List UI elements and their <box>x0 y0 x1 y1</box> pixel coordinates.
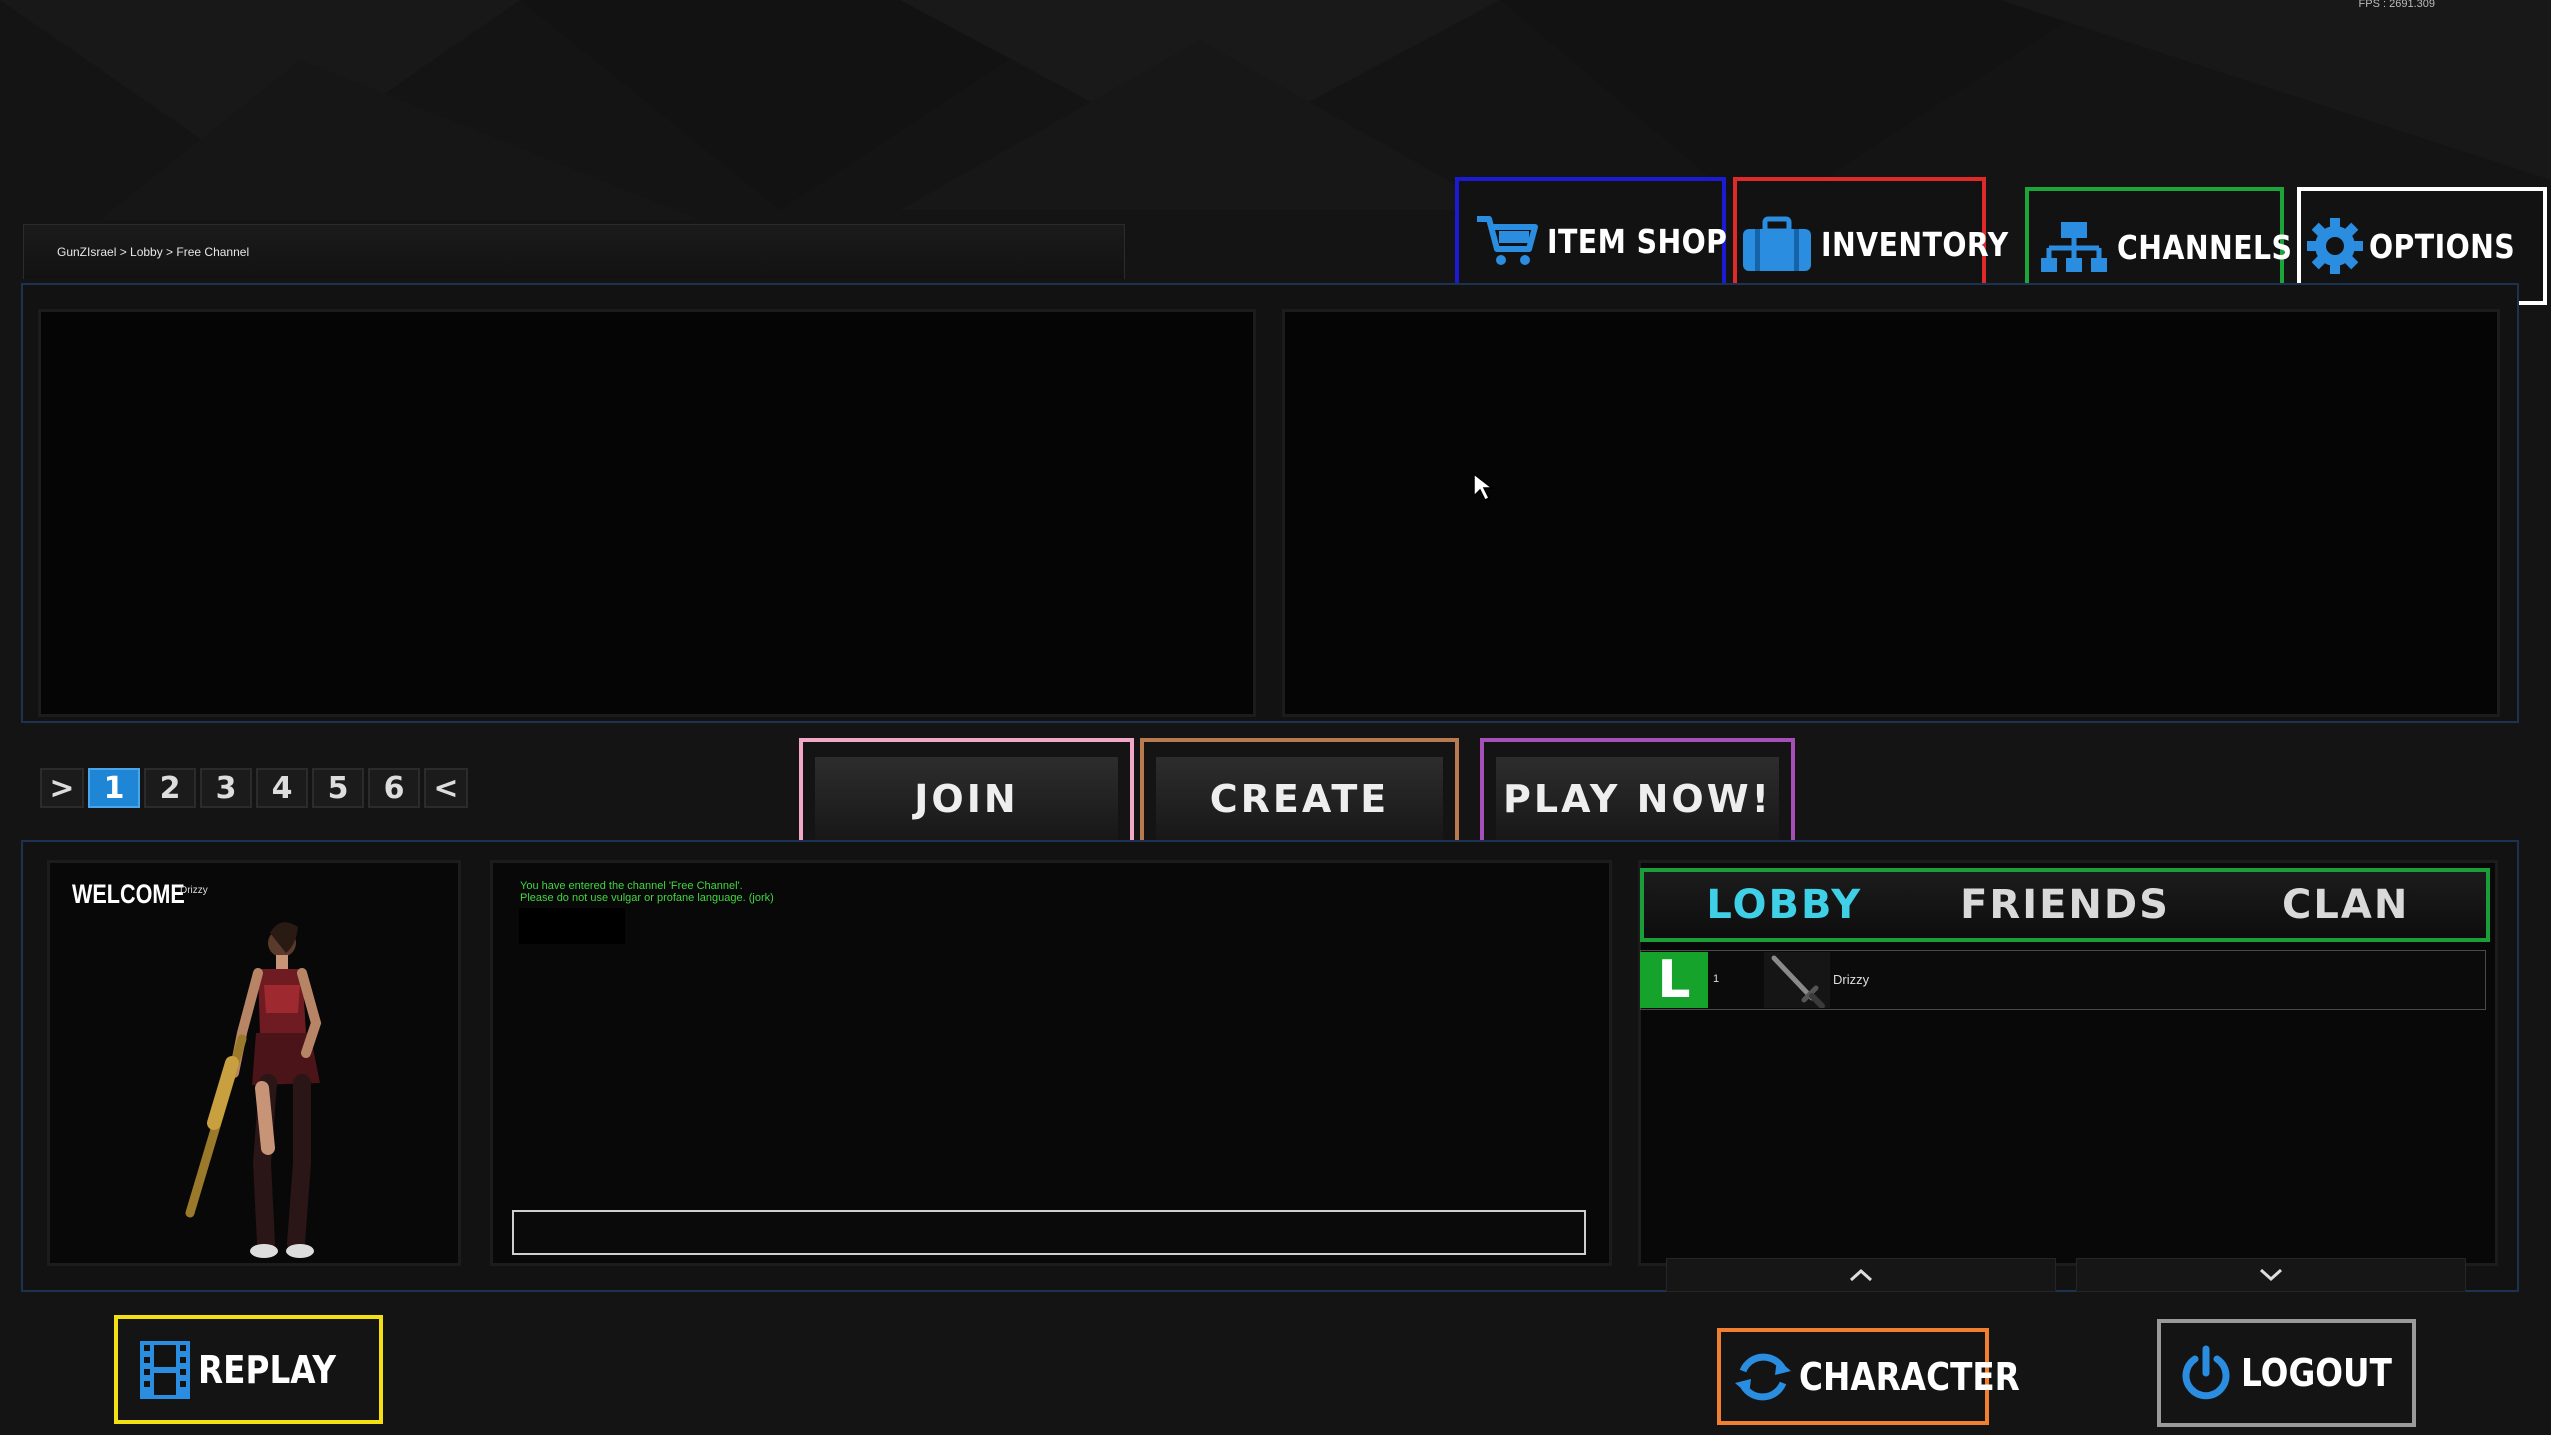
chat-overlay-box <box>519 908 625 944</box>
page-1-button[interactable]: 1 <box>88 768 140 808</box>
page-4-button[interactable]: 4 <box>256 768 308 808</box>
character-label: CHARACTER <box>1799 1354 2020 1399</box>
level-badge-icon: L <box>1640 950 1708 1010</box>
player-list-tabs: LOBBY FRIENDS CLAN <box>1640 868 2490 942</box>
welcome-player-name: Drizzy <box>180 885 208 896</box>
chat-message: You have entered the channel 'Free Chann… <box>520 880 743 892</box>
play-now-label: PLAY NOW! <box>1496 757 1779 841</box>
tab-friends[interactable]: FRIENDS <box>1960 882 2170 928</box>
chat-input[interactable] <box>512 1210 1586 1255</box>
pager-next-button[interactable]: < <box>424 768 468 808</box>
tab-lobby[interactable]: LOBBY <box>1706 882 1863 928</box>
room-pager: > 1 2 3 4 5 6 < <box>40 768 468 808</box>
page-6-button[interactable]: 6 <box>368 768 420 808</box>
room-list-left[interactable] <box>38 309 1256 717</box>
breadcrumb-text: GunZIsrael > Lobby > Free Channel <box>57 245 250 259</box>
join-label: JOIN <box>815 757 1118 841</box>
welcome-panel: WELCOME Drizzy <box>47 860 461 1266</box>
breadcrumb: GunZIsrael > Lobby > Free Channel <box>23 224 1125 279</box>
page-5-button[interactable]: 5 <box>312 768 364 808</box>
network-icon <box>2041 221 2107 272</box>
power-icon <box>2182 1345 2230 1400</box>
logout-label: LOGOUT <box>2241 1351 2392 1395</box>
join-button[interactable]: JOIN <box>799 738 1134 860</box>
play-now-button[interactable]: PLAY NOW! <box>1480 738 1795 860</box>
cart-icon <box>1477 216 1538 265</box>
chat-message: Please do not use vulgar or profane lang… <box>520 892 774 904</box>
character-button[interactable]: CHARACTER <box>1717 1328 2020 1425</box>
tab-clan[interactable]: CLAN <box>2282 882 2410 928</box>
inventory-label: INVENTORY <box>1821 224 2009 264</box>
gear-icon <box>2307 218 2363 274</box>
fps-counter: FPS : 2691.309 <box>2358 0 2435 10</box>
film-icon <box>140 1340 190 1399</box>
create-label: CREATE <box>1156 757 1443 841</box>
scroll-down-button[interactable] <box>2076 1258 2466 1292</box>
briefcase-icon <box>1743 216 1811 271</box>
item-shop-label: ITEM SHOP <box>1547 221 1728 261</box>
page-2-button[interactable]: 2 <box>144 768 196 808</box>
scroll-up-button[interactable] <box>1666 1258 2056 1292</box>
create-button[interactable]: CREATE <box>1140 738 1459 860</box>
player-name: Drizzy <box>1833 972 1870 987</box>
channels-label: CHANNELS <box>2117 228 2293 267</box>
chat-panel: You have entered the channel 'Free Chann… <box>490 860 1612 1266</box>
replay-button[interactable]: REPLAY <box>114 1315 383 1424</box>
character-model <box>185 922 322 1258</box>
page-3-button[interactable]: 3 <box>200 768 252 808</box>
refresh-icon <box>1735 1353 1791 1400</box>
player-rank: 1 <box>1713 973 1720 985</box>
mouse-cursor-icon <box>1473 472 1494 502</box>
pager-prev-button[interactable]: > <box>40 768 84 808</box>
room-list-right[interactable] <box>1282 309 2500 717</box>
chevron-down-icon <box>2259 1268 2283 1282</box>
weapon-icon <box>1764 952 1830 1009</box>
options-label: OPTIONS <box>2369 226 2516 266</box>
sword-icon <box>1771 955 1825 1009</box>
logout-button[interactable]: LOGOUT <box>2157 1319 2416 1427</box>
chevron-up-icon <box>1849 1268 1873 1282</box>
replay-label: REPLAY <box>198 1347 337 1392</box>
welcome-title: WELCOME <box>72 879 185 909</box>
